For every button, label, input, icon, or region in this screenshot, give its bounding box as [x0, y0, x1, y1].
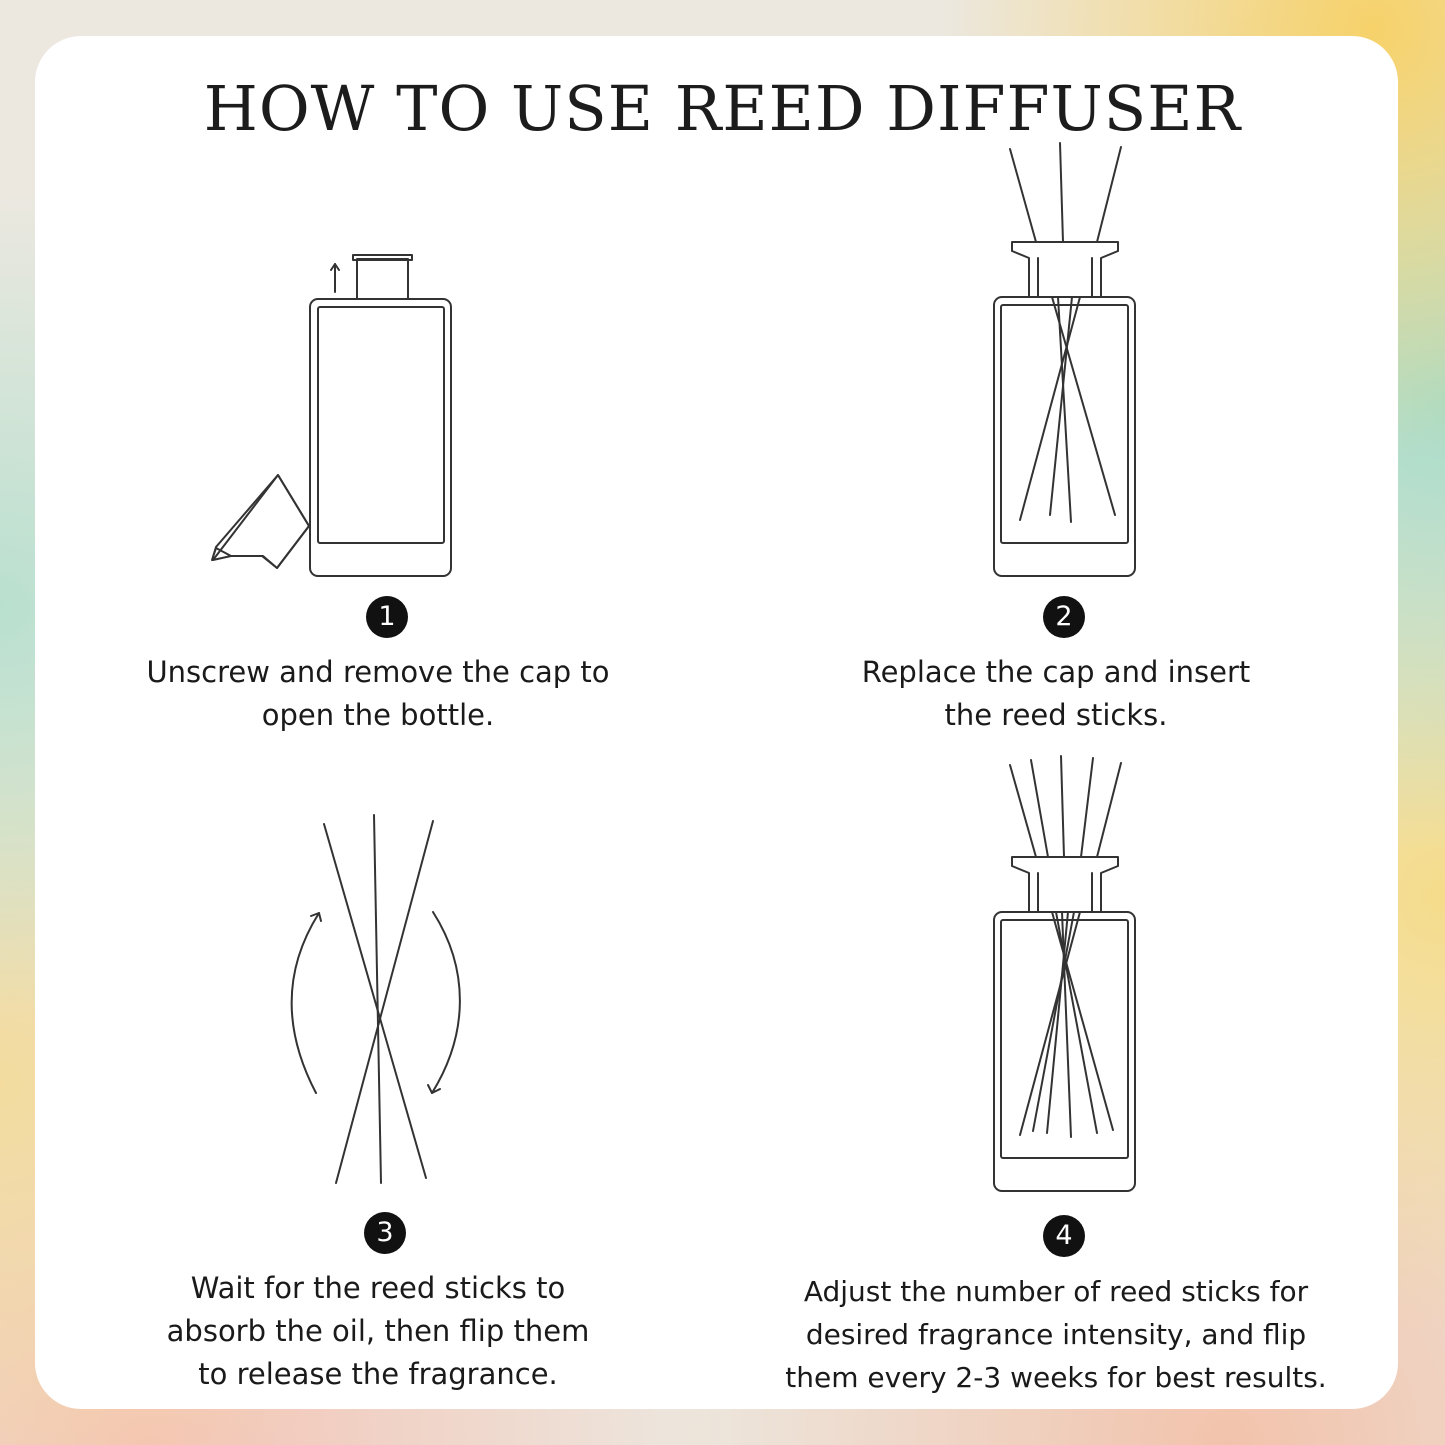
step-3-caption: Wait for the reed sticks to absorb the o… [80, 1267, 676, 1396]
step-2-bottle-illustration [993, 142, 1136, 577]
step-3-caption-line: absorb the oil, then flip them [166, 1314, 590, 1348]
step-1-caption: Unscrew and remove the cap to open the b… [80, 651, 676, 737]
step-1-number-badge: 1 [366, 596, 408, 638]
instruction-card [35, 36, 1398, 1409]
step-3-reeds-illustration [290, 814, 461, 1184]
step-2-caption-line: Replace the cap and insert [861, 655, 1251, 689]
step-4-caption-line: desired fragrance intensity, and flip [805, 1318, 1307, 1351]
step-3-caption-line: Wait for the reed sticks to [190, 1271, 566, 1305]
step-4-bottle-illustration [993, 755, 1136, 1192]
step-1-caption-line: Unscrew and remove the cap to [146, 655, 610, 689]
step-4-caption-line: Adjust the number of reed sticks for [803, 1275, 1309, 1308]
step-1-caption-line: open the bottle. [261, 698, 495, 732]
step-2-number-badge: 2 [1043, 596, 1085, 638]
step-4-number-badge: 4 [1043, 1215, 1085, 1257]
step-2-caption-line: the reed sticks. [944, 698, 1168, 732]
step-3-caption-line: to release the fragrance. [198, 1357, 558, 1391]
step-1-bottle-illustration [211, 254, 452, 577]
step-3-number-badge: 3 [364, 1212, 406, 1254]
step-4-caption: Adjust the number of reed sticks for des… [730, 1270, 1382, 1399]
step-4-caption-line: them every 2-3 weeks for best results. [785, 1361, 1327, 1394]
page-title: HOW TO USE REED DIFFUSER [203, 72, 1242, 145]
step-2-caption: Replace the cap and insert the reed stic… [760, 651, 1352, 737]
